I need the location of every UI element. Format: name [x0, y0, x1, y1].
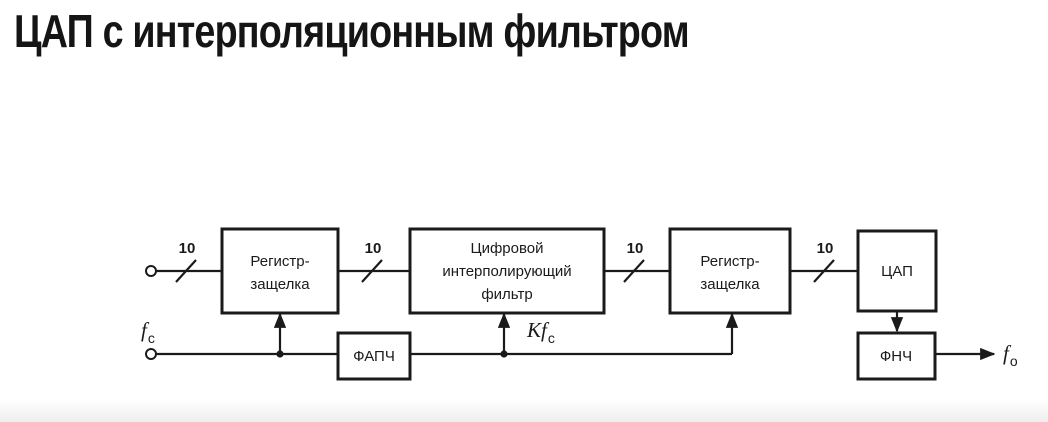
- signal-subscript: c: [148, 330, 155, 346]
- register-latch-1-block: Регистр- защелка: [220, 227, 340, 315]
- block-label: защелка: [250, 276, 310, 293]
- clock-input-terminal: [145, 348, 157, 360]
- clock-frequency-label: fc: [141, 318, 155, 346]
- bus-slash-1: [175, 259, 197, 283]
- pll-block: ФАПЧ: [336, 331, 412, 381]
- block-label: Цифровой: [470, 240, 543, 257]
- bus-slash-4: [813, 259, 835, 283]
- signal-name: f: [1003, 341, 1012, 365]
- dac-block: ЦАП: [856, 229, 938, 313]
- input-terminal: [145, 265, 157, 277]
- bus-width-label: 10: [817, 240, 834, 257]
- register-latch-2-block: Регистр- защелка: [668, 227, 792, 315]
- block-label: интерполирующий: [442, 263, 571, 280]
- signal-subscript: c: [548, 330, 555, 346]
- block-label: ФАПЧ: [353, 348, 395, 365]
- interpolated-clock-label: Kfc: [526, 318, 555, 346]
- bus-slash-2: [361, 259, 383, 283]
- slide-title: ЦАП с интерполяционным фильтром: [14, 5, 690, 57]
- signal-subscript: o: [1010, 353, 1018, 369]
- block-label: Регистр-: [250, 253, 309, 270]
- bus-width-label: 10: [627, 240, 644, 257]
- junction-dot: [500, 350, 508, 358]
- block-label: фильтр: [481, 286, 532, 303]
- block-label: Регистр-: [700, 253, 759, 270]
- signal-name: f: [141, 318, 150, 342]
- bottom-shade: [0, 400, 1048, 422]
- bus-width-label: 10: [365, 240, 382, 257]
- block-label: защелка: [700, 276, 760, 293]
- bus-width-label: 10: [179, 240, 196, 257]
- junction-dot: [276, 350, 284, 358]
- interpolating-filter-block: Цифровой интерполирующий фильтр: [408, 227, 606, 315]
- block-label: ФНЧ: [880, 348, 912, 365]
- output-frequency-label: fo: [1003, 341, 1018, 369]
- low-pass-filter-block: ФНЧ: [856, 331, 937, 381]
- bus-slash-3: [623, 259, 645, 283]
- block-label: ЦАП: [881, 263, 913, 280]
- signal-name: Kf: [526, 318, 550, 342]
